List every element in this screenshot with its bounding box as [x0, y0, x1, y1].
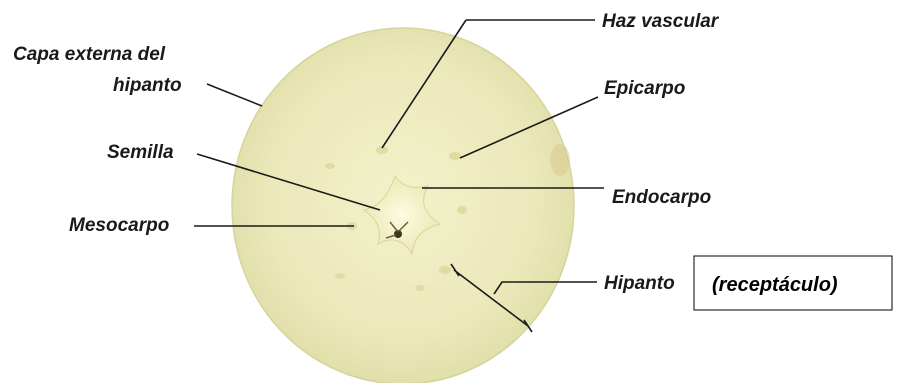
receptaculo-box: (receptáculo) — [694, 256, 892, 310]
leader-capa-externa — [207, 84, 262, 106]
skin-blush — [550, 144, 570, 176]
label-capa-externa-line1: Capa externa del — [13, 44, 166, 65]
apple-slice — [232, 28, 574, 383]
label-epicarpo: Epicarpo — [604, 78, 685, 99]
label-semilla: Semilla — [107, 142, 174, 163]
label-haz-vascular: Haz vascular — [602, 11, 720, 32]
label-mesocarpo: Mesocarpo — [69, 215, 169, 236]
label-endocarpo: Endocarpo — [612, 187, 711, 208]
label-receptaculo: (receptáculo) — [712, 274, 838, 296]
label-hipanto: Hipanto — [604, 273, 675, 294]
label-capa-externa-line2: hipanto — [113, 75, 182, 96]
